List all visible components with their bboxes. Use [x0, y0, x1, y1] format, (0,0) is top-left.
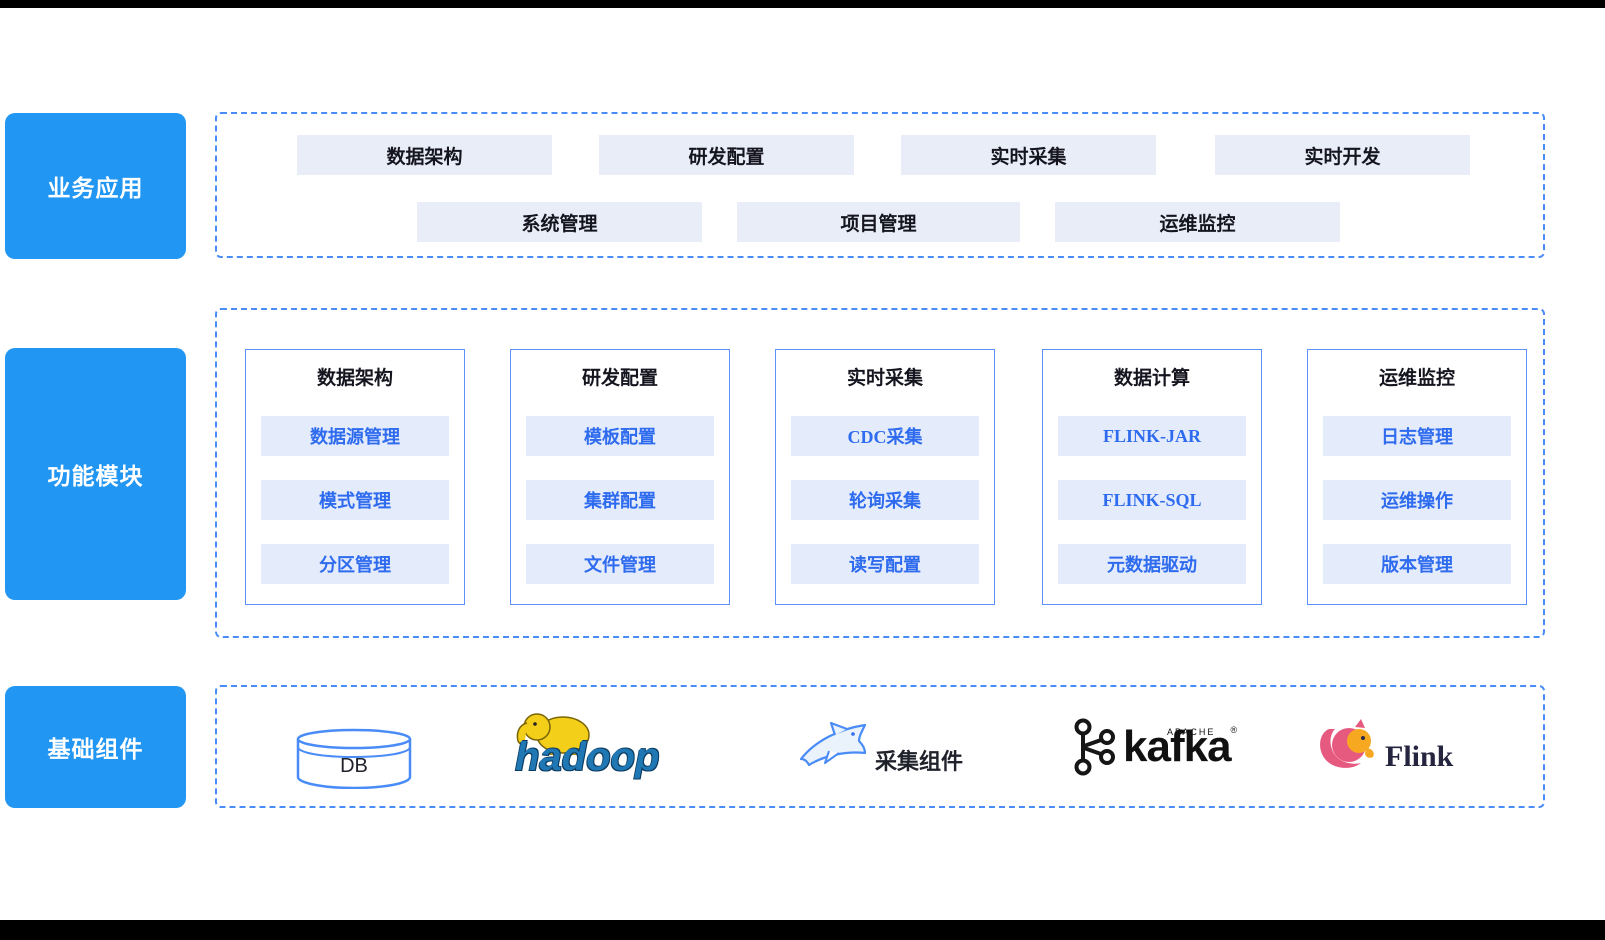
kafka-logo-icon	[1074, 718, 1115, 776]
flink-component: Flink	[1315, 715, 1453, 775]
module-item: 日志管理	[1323, 416, 1511, 456]
layer-label-business-apps: 业务应用	[5, 113, 186, 259]
business-apps-box: 数据架构 研发配置 实时采集 实时开发 系统管理 项目管理 运维监控	[215, 112, 1545, 258]
module-title: 实时采集	[846, 368, 923, 389]
kafka-apache-label: APACHE	[1167, 727, 1216, 737]
db-component: DB	[295, 727, 413, 790]
db-label: DB	[340, 755, 368, 777]
module-item: 版本管理	[1323, 544, 1511, 584]
module-item: 模式管理	[261, 480, 449, 520]
module-column: 实时采集 CDC采集 轮询采集 读写配置	[775, 349, 995, 605]
kafka-wordmark: kafka	[1123, 722, 1232, 771]
module-item: 元数据驱动	[1058, 544, 1246, 584]
business-app-chip: 实时开发	[1215, 135, 1470, 175]
module-title: 研发配置	[581, 368, 658, 389]
collector-component: 采集组件	[795, 715, 963, 777]
hadoop-wordmark: hadoop	[515, 735, 660, 779]
flink-squirrel-icon	[1320, 719, 1374, 768]
module-column: 运维监控 日志管理 运维操作 版本管理	[1307, 349, 1527, 605]
hadoop-elephant-icon	[516, 713, 590, 755]
flink-wordmark: Flink	[1385, 740, 1454, 773]
kafka-registered-mark: ®	[1230, 725, 1238, 735]
module-item: 文件管理	[526, 544, 714, 584]
module-item: CDC采集	[791, 416, 979, 456]
business-app-chip: 研发配置	[599, 135, 854, 175]
business-app-chip: 系统管理	[417, 202, 702, 242]
base-components-box: DB hadoop 采集组件	[215, 685, 1545, 808]
database-cylinder-icon	[296, 728, 412, 790]
module-title: 数据架构	[316, 368, 393, 389]
top-black-bar	[0, 0, 1605, 8]
layer-label-function-modules: 功能模块	[5, 348, 186, 600]
module-item: FLINK-JAR	[1058, 416, 1246, 456]
shark-icon	[799, 721, 867, 767]
module-column: 数据架构 数据源管理 模式管理 分区管理	[245, 349, 465, 605]
business-app-chip: 实时采集	[901, 135, 1156, 175]
kafka-component: APACHE kafka®	[1069, 717, 1237, 777]
module-item: FLINK-SQL	[1058, 480, 1246, 520]
module-column: 研发配置 模板配置 集群配置 文件管理	[510, 349, 730, 605]
business-app-chip: 数据架构	[297, 135, 552, 175]
module-item: 读写配置	[791, 544, 979, 584]
module-column: 数据计算 FLINK-JAR FLINK-SQL 元数据驱动	[1042, 349, 1262, 605]
module-item: 运维操作	[1323, 480, 1511, 520]
business-app-chip: 运维监控	[1055, 202, 1340, 242]
module-item: 数据源管理	[261, 416, 449, 456]
layer-label-base-components: 基础组件	[5, 686, 186, 808]
collector-label: 采集组件	[875, 749, 964, 774]
hadoop-component: hadoop	[509, 709, 689, 789]
module-title: 运维监控	[1378, 368, 1455, 389]
module-item: 模板配置	[526, 416, 714, 456]
module-item: 分区管理	[261, 544, 449, 584]
module-item: 集群配置	[526, 480, 714, 520]
module-item: 轮询采集	[791, 480, 979, 520]
bottom-black-bar	[0, 920, 1605, 940]
function-modules-box: 数据架构 数据源管理 模式管理 分区管理 研发配置 模板配置 集群配置 文件管理…	[215, 308, 1545, 638]
module-title: 数据计算	[1113, 368, 1190, 389]
business-app-chip: 项目管理	[737, 202, 1020, 242]
